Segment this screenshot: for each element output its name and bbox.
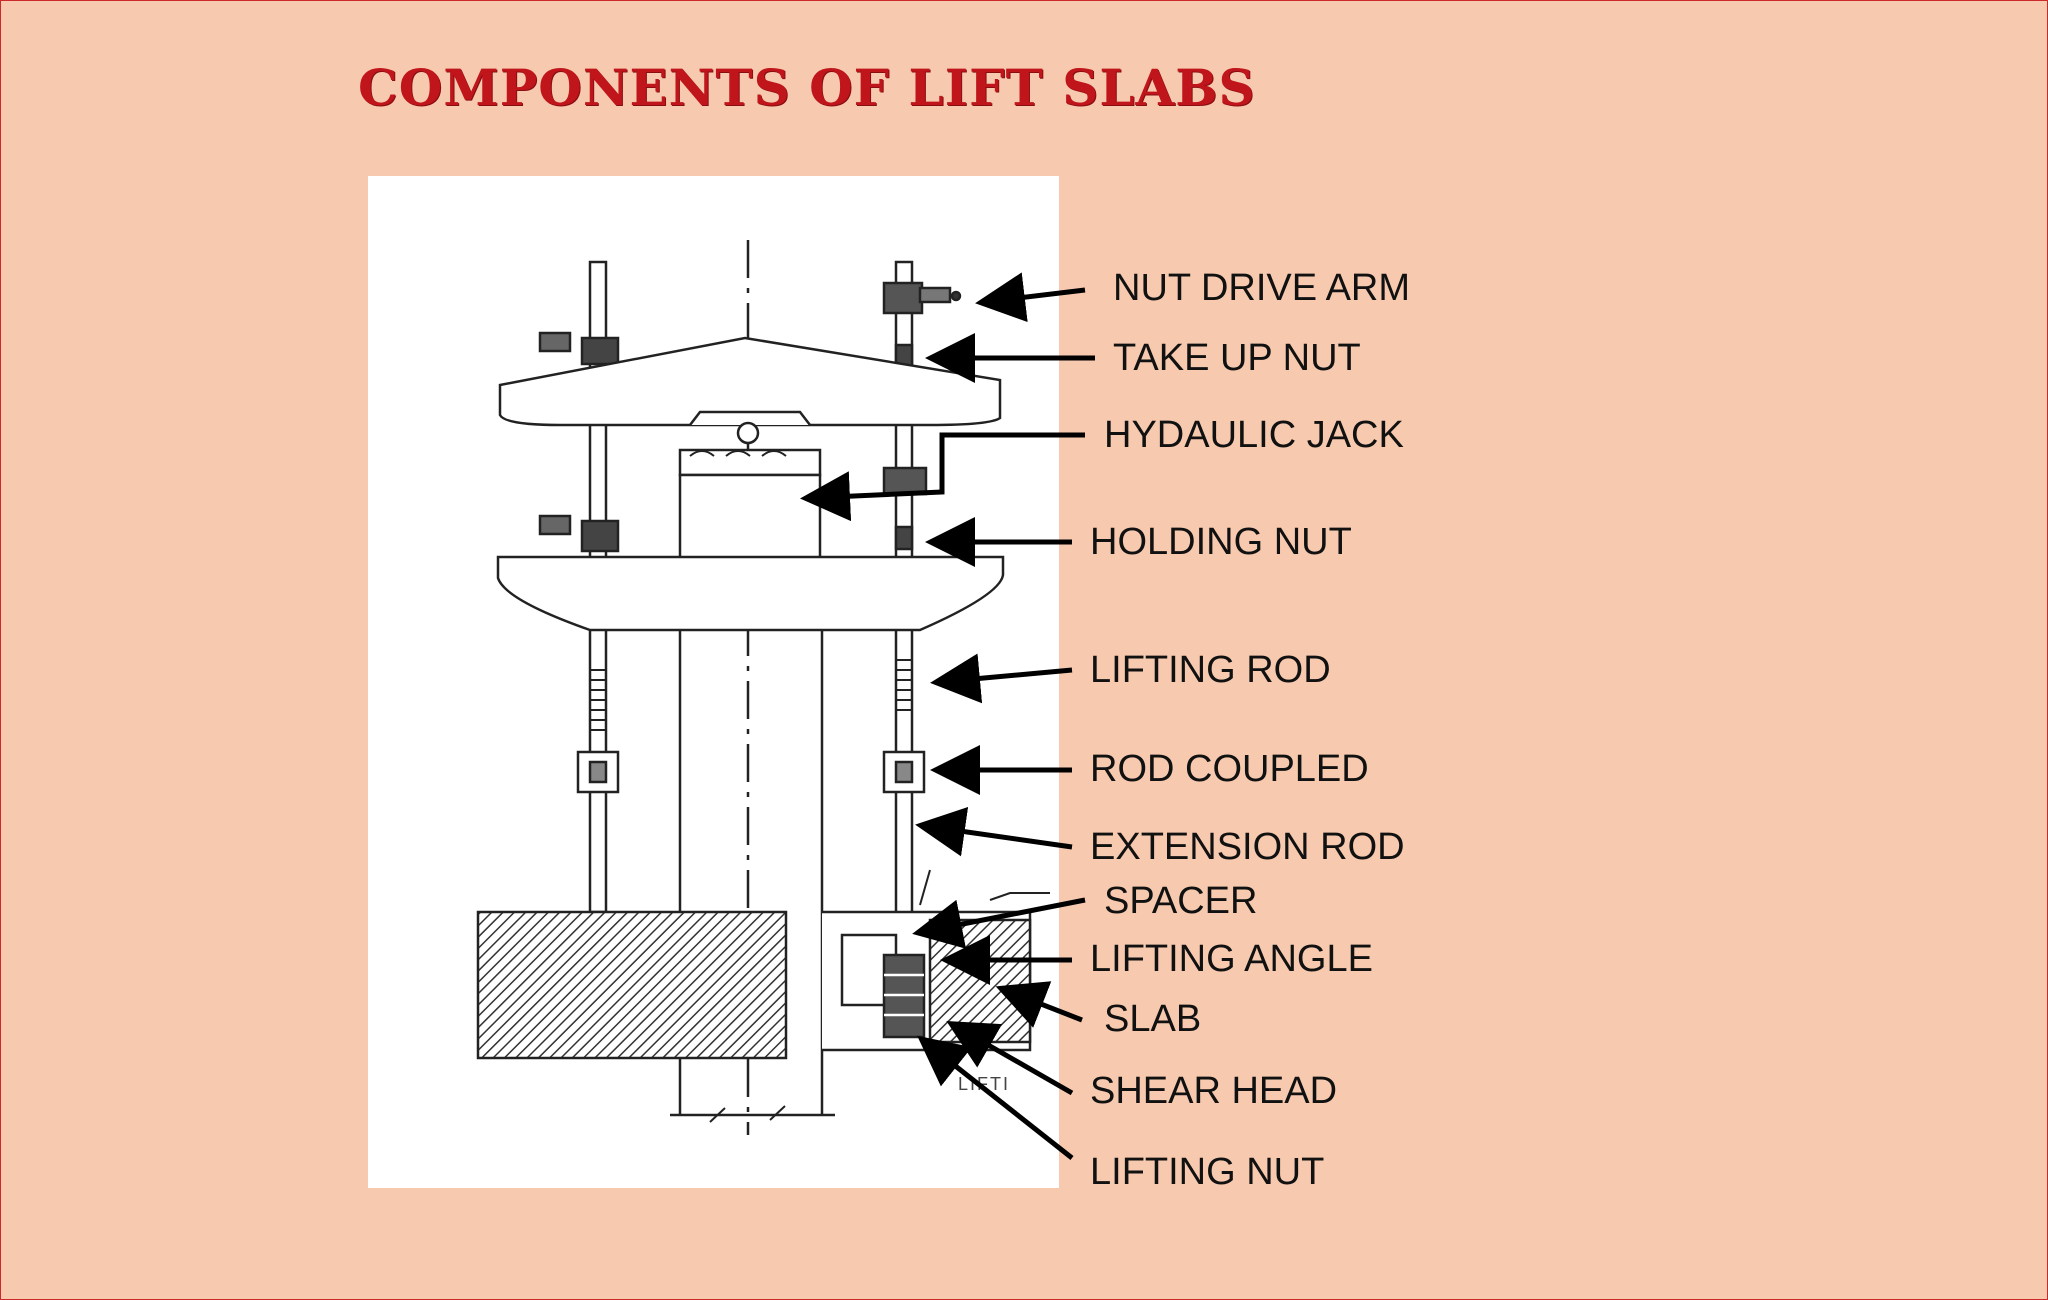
mechanism-drawing xyxy=(476,240,1050,1135)
callout-spacer: SPACER xyxy=(1104,880,1258,922)
slide-title: COMPONENTS OF LIFT SLABS xyxy=(358,58,1256,117)
arrow-nut-drive-arm xyxy=(975,272,1086,323)
callout-shear-head: SHEAR HEAD xyxy=(1090,1070,1338,1112)
callout-lifting-rod: LIFTING ROD xyxy=(1090,649,1331,691)
leader-arrows xyxy=(800,272,1095,1160)
callout-nut-drive-arm: NUT DRIVE ARM xyxy=(1113,267,1411,309)
arrow-shear-head xyxy=(946,1021,1074,1096)
top-nut-drive xyxy=(882,281,924,315)
callout-lifting-angle: LIFTING ANGLE xyxy=(1090,938,1373,980)
lower-crosshead xyxy=(496,555,1005,632)
arrow-spacer xyxy=(912,897,1086,949)
right-threads xyxy=(896,659,912,711)
left-threads xyxy=(590,669,606,731)
arrow-slab xyxy=(995,981,1083,1028)
arrow-lifting-rod xyxy=(930,653,1073,704)
callout-slab: SLAB xyxy=(1104,998,1202,1040)
callout-rod-coupled: ROD COUPLED xyxy=(1090,748,1369,790)
left-top-nut xyxy=(538,331,572,353)
jack-body xyxy=(678,473,822,573)
slab-left xyxy=(476,910,788,1060)
top-crosshead xyxy=(498,336,1002,427)
arrow-hydraulic-jack xyxy=(800,432,1085,522)
arrow-extension-rod xyxy=(915,806,1073,857)
arrow-lifting-nut xyxy=(917,1035,1074,1160)
callout-lifting-nut: LIFTING NUT xyxy=(1090,1151,1325,1193)
callout-hydraulic-jack: HYDAULIC JACK xyxy=(1104,414,1404,456)
callout-extension-rod: EXTENSION ROD xyxy=(1090,826,1405,868)
right-rod-coupler xyxy=(882,750,926,794)
callout-take-up-nut: TAKE UP NUT xyxy=(1113,337,1361,379)
callout-holding-nut: HOLDING NUT xyxy=(1090,521,1352,563)
